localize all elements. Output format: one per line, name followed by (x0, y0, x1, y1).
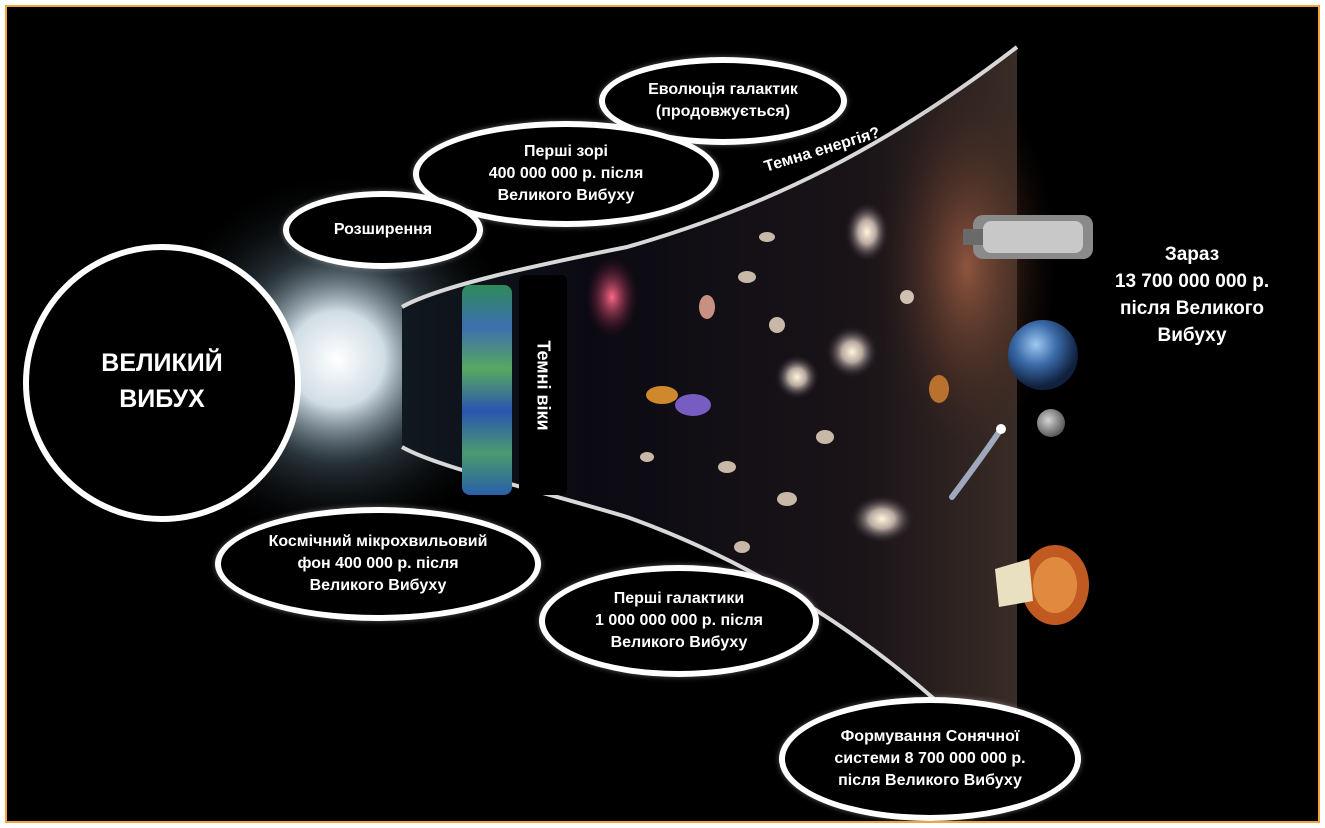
comet-tail (949, 429, 1002, 500)
galaxy-small-3 (718, 461, 736, 473)
galaxies-field (586, 202, 914, 553)
big-bang-circle (23, 244, 301, 522)
galaxy-small-7 (640, 452, 654, 462)
first-stars-label: Перші зорі 400 000 000 р. після Великого… (488, 143, 644, 204)
galaxy-evolution-label: Еволюція галактик (продовжується) (648, 81, 798, 120)
first-galaxies-label: Перші галактики 1 000 000 000 р. після В… (595, 590, 763, 651)
galaxy-orange (646, 386, 678, 404)
galaxy-small-5 (816, 430, 834, 444)
nebula-cloud (877, 77, 1057, 457)
orange-object (929, 375, 949, 403)
galaxy-small-2 (769, 317, 785, 333)
space-telescope-top (963, 215, 1093, 259)
moon-icon (1037, 409, 1065, 437)
bubble-first-galaxies: Перші галактики 1 000 000 000 р. після В… (539, 565, 819, 677)
galaxy-bright-1 (850, 495, 914, 543)
expansion-label: Розширення (333, 221, 433, 238)
red-galaxy (586, 257, 638, 337)
galaxy-small-10 (759, 232, 775, 242)
comet-head (996, 424, 1006, 434)
big-bang-title: ВЕЛИКИЙ ВИБУХ (101, 349, 223, 413)
galaxy-small-1 (738, 271, 756, 283)
planck-satellite (995, 545, 1089, 625)
bubble-first-stars: Перші зорі 400 000 000 р. після Великого… (413, 121, 719, 227)
bubble-cmb: Космічний мікрохвильовий фон 400 000 р. … (215, 507, 541, 621)
galaxy-violet (675, 394, 711, 416)
galaxy-spiral-2 (775, 355, 819, 399)
diagram-frame: ВЕЛИКИЙ ВИБУХ Еволюція галактик (продовж… (5, 5, 1320, 823)
solar-system-label: Формування Сонячної системи 8 700 000 00… (834, 728, 1026, 789)
galaxy-spiral-1 (845, 202, 889, 262)
galaxy-small-8 (734, 541, 750, 553)
bubble-expansion: Розширення (283, 191, 483, 269)
galaxy-small-9 (900, 290, 914, 304)
bubble-galaxy-evolution: Еволюція галактик (продовжується) (599, 57, 847, 145)
cmb-label: Космічний мікрохвильовий фон 400 000 р. … (268, 533, 488, 594)
dark-ages-label: Темні віки (533, 339, 554, 431)
universe-timeline-illustration (23, 45, 1093, 784)
galaxy-small-4 (777, 492, 797, 506)
bubble-solar-system: Формування Сонячної системи 8 700 000 00… (779, 697, 1081, 821)
now-label: Зараз 13 700 000 000 р. після Великого В… (1114, 244, 1270, 346)
galaxy-spiral-3 (826, 326, 878, 378)
earth-icon (1008, 320, 1078, 390)
dark-ages-box: Темні віки (519, 275, 567, 495)
cmb-strip (462, 285, 512, 495)
galaxy-small-6 (699, 295, 715, 319)
